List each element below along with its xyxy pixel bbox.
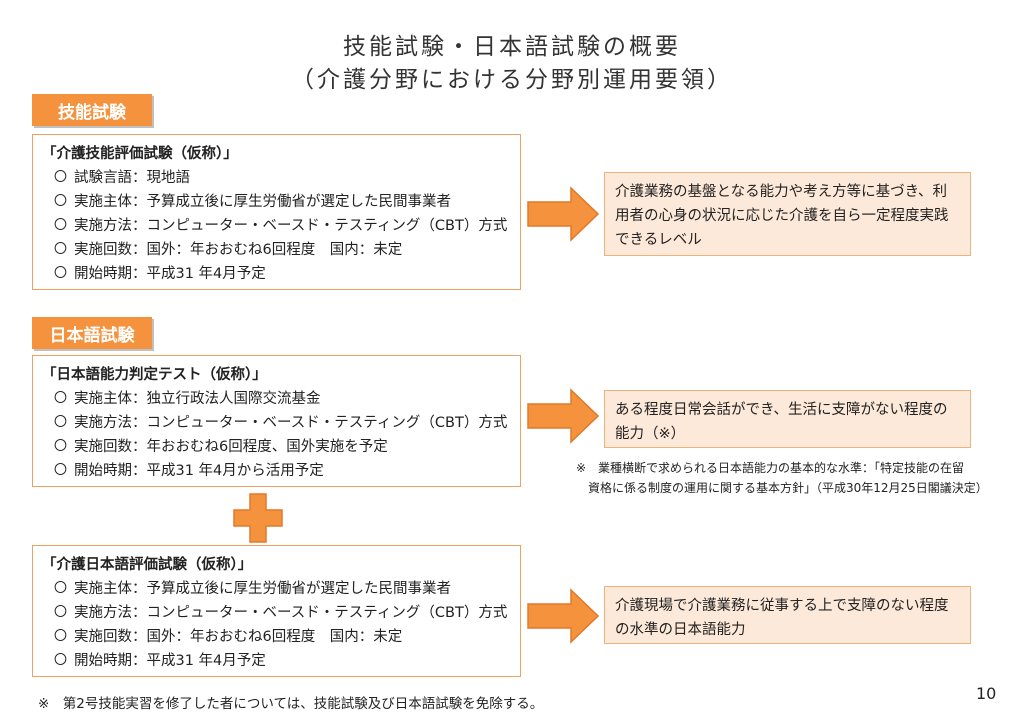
list-item: 〇実施主体：独立行政法人国際交流基金 (42, 387, 520, 411)
circle-marker: 〇 (54, 218, 68, 233)
right-arrow-icon (527, 186, 599, 242)
footer-note: ※ 第2号技能実習を修了した者については、技能試験及び日本語試験を免除する。 (38, 696, 544, 712)
circle-marker: 〇 (54, 629, 68, 644)
circle-marker: 〇 (54, 242, 68, 257)
page-title: 技能試験・日本語試験の概要 (343, 34, 681, 60)
item-value: 平成31 年4月予定 (146, 266, 266, 282)
japanese-level-description-2: 介護現場で介護業務に従事する上で支障のない程度の水準の日本語能力 (604, 586, 971, 644)
circle-marker: 〇 (54, 463, 68, 478)
circle-marker: 〇 (54, 194, 68, 209)
list-item: 〇試験言語：現地語 (42, 166, 520, 190)
footnote-line-2: 資格に係る制度の運用に関する基本方針」（平成30年12月25日閣議決定） (588, 481, 988, 495)
japanese-test-box-1: 「日本語能力判定テスト（仮称）」 〇実施主体：独立行政法人国際交流基金 〇実施方… (32, 355, 521, 487)
page-number: 10 (976, 684, 997, 703)
circle-marker: 〇 (54, 391, 68, 406)
item-value: 平成31 年4月予定 (146, 653, 266, 669)
skill-level-description: 介護業務の基盤となる能力や考え方等に基づき、利用者の心身の状況に応じた介護を自ら… (604, 172, 971, 256)
item-label: 実施方法： (74, 605, 147, 621)
item-label: 開始時期： (74, 653, 147, 669)
item-value: 国外：年おおむね6回程度 国内：未定 (146, 242, 403, 258)
item-value: コンピューター・ベースド・テスティング（CBT）方式 (146, 415, 508, 431)
item-label: 実施回数： (74, 242, 147, 258)
japanese-test-box-1-title: 「日本語能力判定テスト（仮称）」 (42, 367, 267, 383)
japanese-test-box-2: 「介護日本語評価試験（仮称）」 〇実施主体：予算成立後に厚生労働省が選定した民間… (32, 545, 521, 677)
circle-marker: 〇 (54, 653, 68, 668)
right-arrow-icon (527, 588, 599, 644)
item-label: 実施回数： (74, 629, 147, 645)
skill-test-tag: 技能試験 (32, 94, 152, 126)
item-value: 予算成立後に厚生労働省が選定した民間事業者 (146, 581, 452, 597)
japanese-test-tag: 日本語試験 (32, 317, 152, 349)
item-value: 現地語 (146, 170, 191, 186)
japanese-test-box-2-title: 「介護日本語評価試験（仮称）」 (42, 557, 253, 573)
list-item: 〇実施方法：コンピューター・ベースド・テスティング（CBT）方式 (42, 214, 520, 238)
item-label: 開始時期： (74, 266, 147, 282)
list-item: 〇実施回数：国外：年おおむね6回程度 国内：未定 (42, 238, 520, 262)
right-arrow-icon (527, 388, 599, 444)
list-item: 〇実施方法：コンピューター・ベースド・テスティング（CBT）方式 (42, 411, 520, 435)
item-label: 実施主体： (74, 581, 147, 597)
circle-marker: 〇 (54, 170, 68, 185)
plus-icon (233, 493, 283, 543)
japanese-level-description-1: ある程度日常会話ができ、生活に支障がない程度の能力（※） (604, 390, 971, 448)
item-label: 実施回数： (74, 439, 147, 455)
list-item: 〇開始時期：平成31 年4月から活用予定 (42, 459, 520, 483)
circle-marker: 〇 (54, 415, 68, 430)
circle-marker: 〇 (54, 266, 68, 281)
item-label: 実施主体： (74, 194, 147, 210)
item-label: 開始時期： (74, 463, 147, 479)
list-item: 〇開始時期：平成31 年4月予定 (42, 262, 520, 286)
item-value: 年おおむね6回程度、国外実施を予定 (146, 439, 388, 455)
circle-marker: 〇 (54, 439, 68, 454)
skill-test-box: 「介護技能評価試験（仮称）」 〇試験言語：現地語 〇実施主体：予算成立後に厚生労… (32, 134, 521, 290)
item-label: 試験言語： (74, 170, 147, 186)
item-value: 国外：年おおむね6回程度 国内：未定 (146, 629, 403, 645)
item-label: 実施方法： (74, 218, 147, 234)
page-subtitle: （介護分野における分野別運用要領） (291, 67, 733, 93)
list-item: 〇実施方法：コンピューター・ベースド・テスティング（CBT）方式 (42, 601, 520, 625)
list-item: 〇実施回数：国外：年おおむね6回程度 国内：未定 (42, 625, 520, 649)
item-label: 実施方法： (74, 415, 147, 431)
item-label: 実施主体： (74, 391, 147, 407)
list-item: 〇開始時期：平成31 年4月予定 (42, 649, 520, 673)
item-value: 平成31 年4月から活用予定 (146, 463, 324, 479)
item-value: 予算成立後に厚生労働省が選定した民間事業者 (146, 194, 452, 210)
list-item: 〇実施回数：年おおむね6回程度、国外実施を予定 (42, 435, 520, 459)
item-value: 独立行政法人国際交流基金 (146, 391, 321, 407)
skill-test-box-title: 「介護技能評価試験（仮称）」 (42, 146, 238, 162)
circle-marker: 〇 (54, 605, 68, 620)
item-value: コンピューター・ベースド・テスティング（CBT）方式 (146, 605, 508, 621)
item-value: コンピューター・ベースド・テスティング（CBT）方式 (146, 218, 508, 234)
list-item: 〇実施主体：予算成立後に厚生労働省が選定した民間事業者 (42, 190, 520, 214)
list-item: 〇実施主体：予算成立後に厚生労働省が選定した民間事業者 (42, 577, 520, 601)
circle-marker: 〇 (54, 581, 68, 596)
footnote-line-1: ※ 業種横断で求められる日本語能力の基本的な水準：「特定技能の在留 (576, 461, 965, 475)
